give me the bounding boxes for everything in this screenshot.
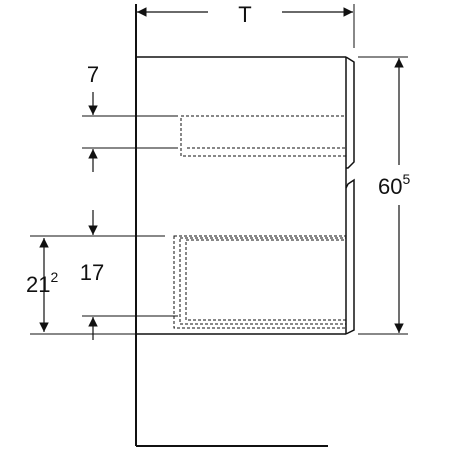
lower-drawer-mid-dashed [179,237,347,325]
upper-drawer-dashed [180,115,347,157]
front-door-upper [345,56,355,169]
front-door-lower [345,178,355,335]
lower-drawer-outer-dashed [173,235,347,329]
dim-17-label: 17 [80,260,104,285]
dim-21-superscript: 2 [50,269,58,285]
height-superscript: 5 [402,171,410,187]
height-value: 60 [378,174,402,199]
height-label: 605 [378,171,410,199]
dim-21-value: 21 [26,272,50,297]
depth-label: T [238,2,251,27]
dim-21-label: 212 [26,269,58,297]
lower-drawer-inner-dashed [185,239,347,321]
dim-7-label: 7 [87,62,99,87]
